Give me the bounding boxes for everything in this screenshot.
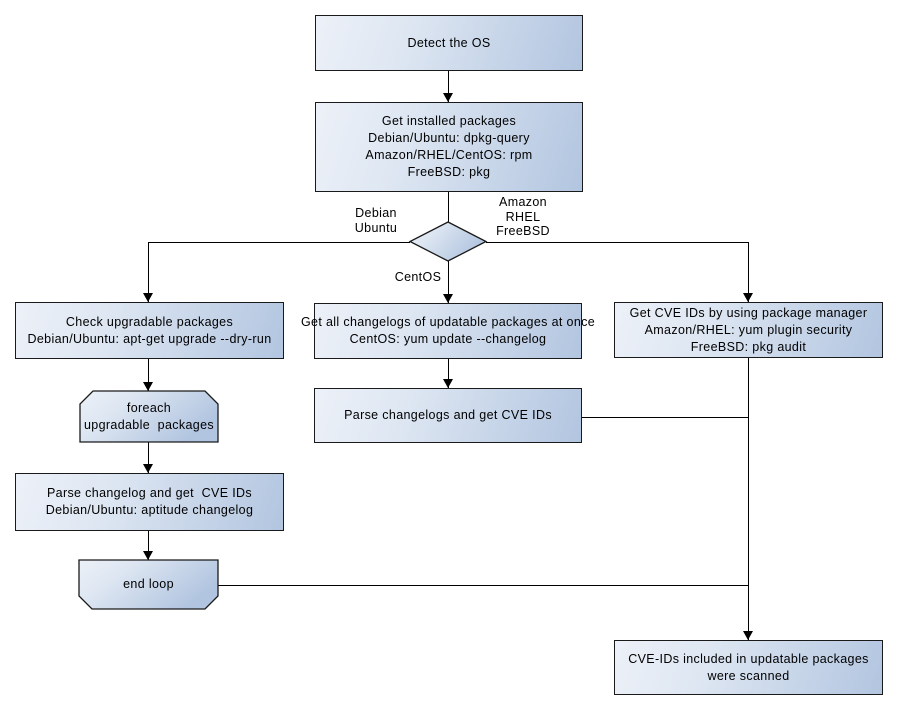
node-get-installed-packages: Get installed packages Debian/Ubuntu: dp… (315, 102, 583, 192)
arrowhead-into-get-cve (743, 293, 753, 302)
node-foreach-loop: foreach upgradable packages (80, 391, 218, 442)
node-detect-os-label: Detect the OS (407, 35, 491, 50)
node-end-loop: end loop (79, 560, 218, 609)
node-end-loop-label: end loop (123, 577, 174, 591)
node-get-all-changelogs: Get all changelogs of updatable packages… (301, 303, 595, 359)
arrowhead-into-installed (443, 93, 453, 102)
arrowhead-into-foreach (143, 382, 153, 391)
arrowhead-into-parse-changelogs (443, 379, 453, 388)
connector-parse-to-endloop (148, 531, 149, 560)
connector-left-branch-down (148, 242, 149, 302)
connector-detect-to-installed (448, 71, 449, 102)
node-detect-os: Detect the OS (315, 15, 583, 71)
connector-decision-left (148, 242, 410, 243)
connector-parsecentos-to-join (582, 417, 748, 418)
edge-label-centos: CentOS (394, 270, 442, 284)
node-foreach-loop-shape (79, 390, 219, 443)
node-get-installed-packages-label: Get installed packages Debian/Ubuntu: dp… (365, 114, 533, 179)
connector-foreach-to-parse (148, 442, 149, 473)
node-foreach-loop-label: foreach upgradable packages (83, 400, 214, 432)
edge-label-debian-ubuntu: Debian Ubuntu (354, 206, 398, 235)
node-parse-changelogs-centos: Parse changelogs and get CVE IDs (314, 388, 582, 443)
connector-installed-to-decision (448, 192, 449, 222)
arrowhead-into-end-loop (143, 551, 153, 560)
connector-right-branch-down (748, 242, 749, 302)
node-get-cve-ids-package-manager: Get CVE IDs by using package manager Ama… (614, 302, 883, 358)
connector-endloop-to-join (218, 585, 748, 586)
arrowhead-into-get-changelogs (443, 294, 453, 303)
node-scan-result: CVE-IDs included in updatable packages w… (614, 640, 883, 695)
connector-join-to-result (748, 358, 749, 640)
node-check-upgradable-packages: Check upgradable packages Debian/Ubuntu:… (15, 302, 284, 359)
arrowhead-into-parse-changelog (143, 464, 153, 473)
edge-label-amazon-rhel-freebsd: Amazon RHEL FreeBSD (496, 195, 550, 238)
arrowhead-into-result (743, 631, 753, 640)
node-get-all-changelogs-label: Get all changelogs of updatable packages… (300, 315, 596, 346)
node-parse-changelogs-centos-label: Parse changelogs and get CVE IDs (344, 408, 552, 422)
connector-changelogs-to-parse (448, 359, 449, 388)
node-parse-changelog-debian-label: Parse changelog and get CVE IDs Debian/U… (45, 486, 254, 517)
arrowhead-into-check-upgradable (143, 293, 153, 302)
connector-check-to-foreach (148, 359, 149, 391)
node-parse-changelog-debian: Parse changelog and get CVE IDs Debian/U… (15, 473, 284, 531)
node-check-upgradable-packages-label: Check upgradable packages Debian/Ubuntu:… (27, 314, 272, 346)
connector-decision-centos-down (448, 261, 449, 303)
decision-diamond (408, 221, 488, 262)
node-end-loop-shape (78, 559, 219, 610)
node-scan-result-label: CVE-IDs included in updatable packages w… (628, 651, 869, 683)
node-get-cve-ids-package-manager-label: Get CVE IDs by using package manager Ama… (629, 305, 868, 354)
connector-decision-right (486, 242, 748, 243)
